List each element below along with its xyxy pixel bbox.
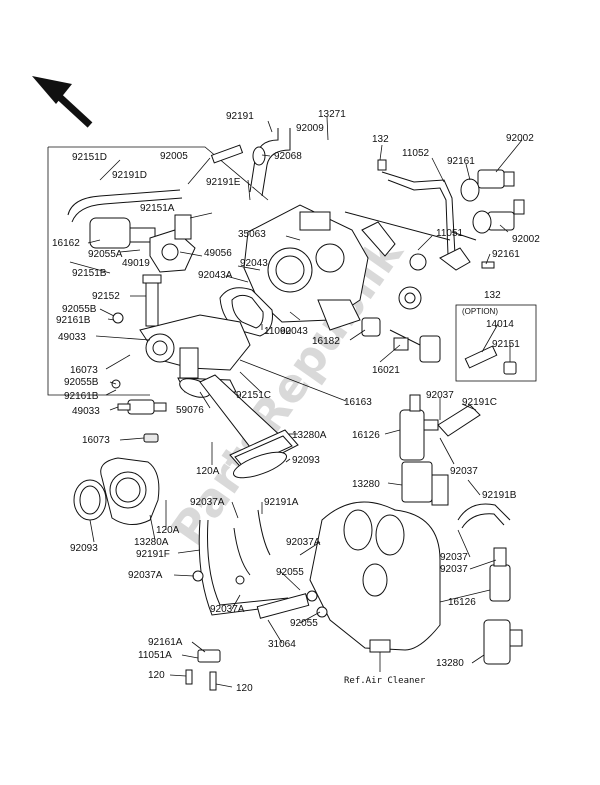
part-label-92055A: 92055A [88,249,123,260]
part-label-13280A: 13280A [134,537,169,548]
intake-duct [179,374,286,461]
part-label-120A: 120A [196,466,220,477]
part-number-labels: 92191 13271 92009 132 92002 92151D 92005… [52,109,540,694]
part-label-11051: 11051 [436,228,464,239]
part-label-92037A: 92037A [210,604,245,615]
part-label-49033: 49033 [58,332,86,343]
part-label-92055B: 92055B [62,304,97,315]
part-label-92152: 92152 [92,291,120,302]
part-label-120: 120 [148,670,165,681]
part-label-92093: 92093 [70,543,98,554]
part-label-120: 120 [236,683,253,694]
part-label-92043: 92043 [280,326,308,337]
part-label-16073: 16073 [82,435,110,446]
part-label-11051A: 11051A [138,650,172,661]
part-label-16073: 16073 [70,365,98,376]
part-label-92151A: 92151A [140,203,175,214]
part-label-92191: 92191 [226,111,254,122]
part-label-92191B: 92191B [482,490,517,501]
part-label-16182: 16182 [312,336,340,347]
part-label-59076: 59076 [176,405,204,416]
part-label-option: (OPTION) [462,307,498,316]
part-label-13280: 13280 [352,479,380,490]
part-label-13280A: 13280A [292,430,327,441]
idle-control-valve [67,189,196,273]
ref-air-cleaner-note: Ref.Air Cleaner [344,676,426,686]
breather-tube [210,128,291,197]
control-valve-upper [399,394,481,506]
part-label-92068: 92068 [274,151,302,162]
part-label-92037: 92037 [426,390,454,401]
left-assembly-bracket [47,146,269,396]
part-label-92161B: 92161B [64,391,99,402]
front-direction-arrow-icon [32,76,93,128]
part-label-92037: 92037 [450,466,478,477]
part-label-92043A: 92043A [198,270,233,281]
pipe-assembly [344,171,477,271]
part-label-13271: 13271 [318,109,346,120]
part-label-92191A: 92191A [264,497,299,508]
part-label-92037: 92037 [440,552,468,563]
part-label-92191C: 92191C [462,397,497,408]
part-label-16163: 16163 [344,397,372,408]
throttle-body [243,204,369,331]
part-label-92161A: 92161A [148,637,183,648]
part-label-49019: 49019 [122,258,150,269]
part-label-92191E: 92191E [206,177,241,188]
control-valve-lower [457,503,523,665]
part-label-92037A: 92037A [128,570,163,581]
intake-boot [229,429,299,479]
part-label-92161B: 92161B [56,315,91,326]
part-label-49056: 49056 [204,248,232,259]
air-cleaner-housing [309,501,441,653]
part-label-92161: 92161 [447,156,475,167]
part-label-92191D: 92191D [112,170,147,181]
part-label-92151D: 92151D [72,152,107,163]
lower-hose-assembly [185,509,328,691]
part-label-132: 132 [372,134,389,145]
part-label-120A: 120A [156,525,180,536]
part-label-92151B: 92151B [72,268,107,279]
part-label-92002: 92002 [506,133,534,144]
part-label-92191F: 92191F [136,549,170,560]
part-label-35063: 35063 [238,229,266,240]
fittings-92002 [377,159,525,269]
part-label-16021: 16021 [372,365,400,376]
leader-lines [69,116,523,688]
part-label-92151C: 92151C [236,390,271,401]
part-label-31064: 31064 [268,639,296,650]
part-label-92093: 92093 [292,455,320,466]
part-label-92055: 92055 [276,567,304,578]
part-label-92161: 92161 [492,249,520,260]
part-label-92005: 92005 [160,151,188,162]
part-label-14014: 14014 [486,319,514,330]
part-label-16126: 16126 [352,430,380,441]
intake-flange [73,457,160,525]
part-label-16162: 16162 [52,238,80,249]
part-label-11060: 11060 [264,326,292,337]
part-label-92037: 92037 [440,564,468,575]
throttle-sensor [361,286,441,363]
part-label-92009: 92009 [296,123,324,134]
part-label-16126: 16126 [448,597,476,608]
part-label-13280: 13280 [436,658,464,669]
part-label-132: 132 [484,290,501,301]
part-label-11052: 11052 [402,148,430,159]
part-label-92055B: 92055B [64,377,99,388]
part-label-92037A: 92037A [286,537,321,548]
part-label-92055: 92055 [290,618,318,629]
part-label-92037A: 92037A [190,497,225,508]
part-label-92151: 92151 [492,339,520,350]
part-label-92002: 92002 [512,234,540,245]
part-label-49033: 49033 [72,406,100,417]
part-label-92043: 92043 [240,258,268,269]
